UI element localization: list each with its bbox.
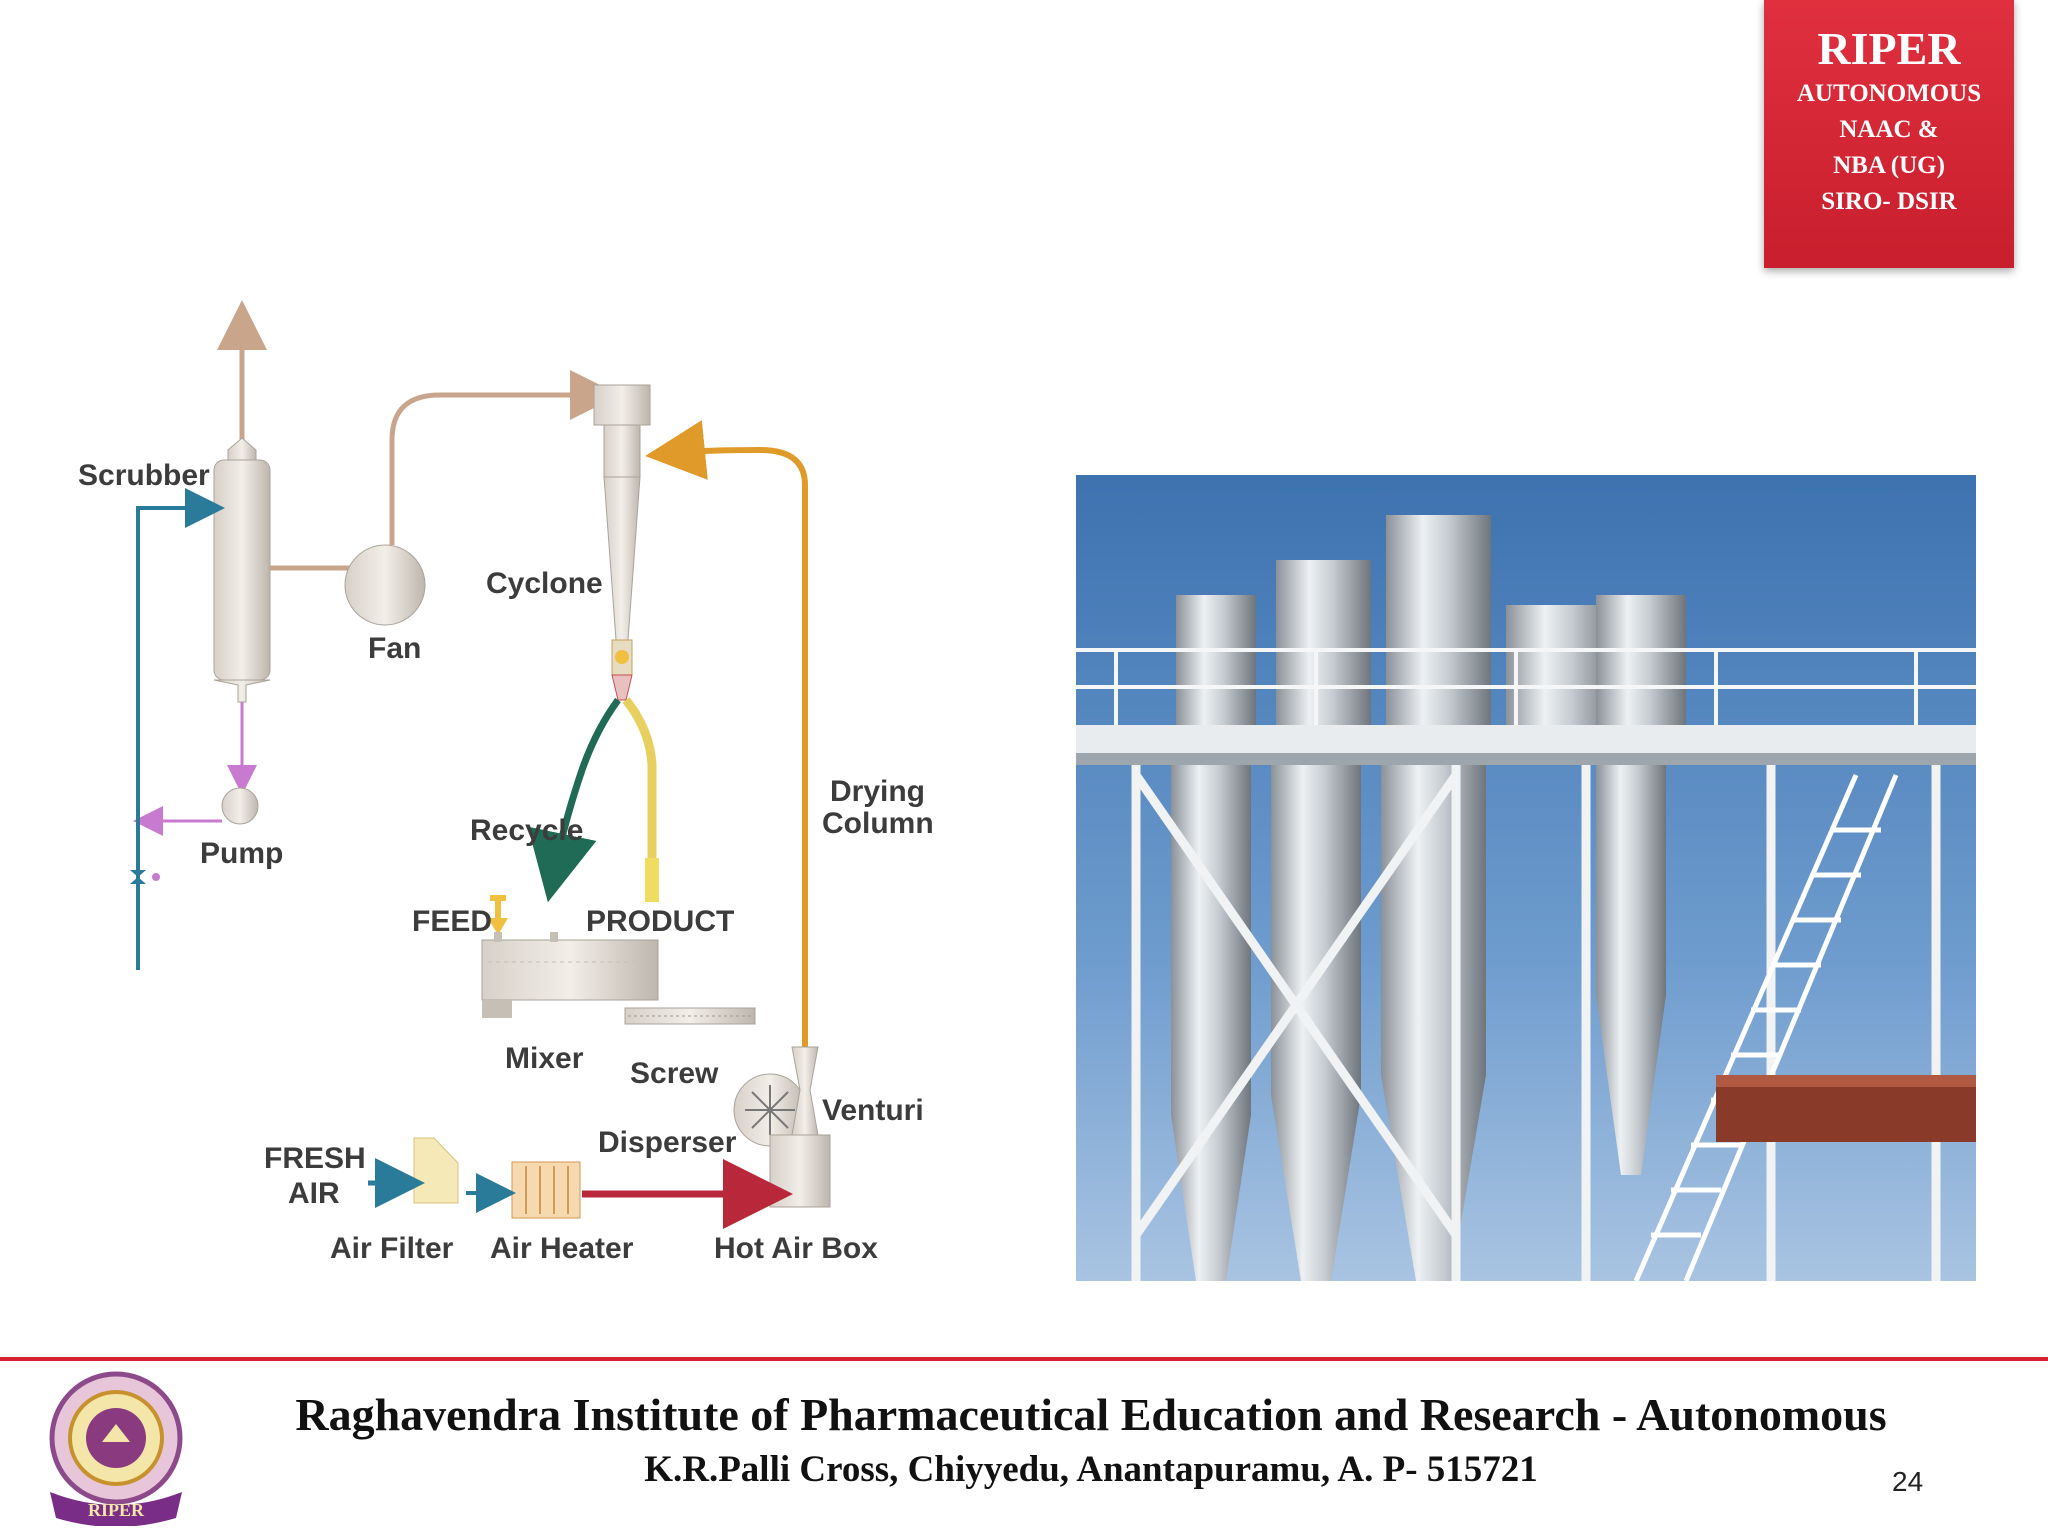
feed-arrow-icon	[490, 895, 506, 918]
cyclone-column-4	[1596, 765, 1666, 1175]
mixer-base	[482, 1000, 512, 1018]
label-disperser: Disperser	[598, 1126, 737, 1159]
label-mixer: Mixer	[505, 1042, 584, 1075]
page-number: 24	[1892, 1466, 1924, 1497]
scrubber-top	[227, 437, 257, 461]
upper-railing	[1076, 648, 1976, 725]
staircase	[1633, 774, 1899, 1281]
cyclone-cone	[603, 476, 641, 641]
label-scrubber: Scrubber	[78, 459, 210, 492]
label-fresh: FRESH	[264, 1142, 366, 1175]
label-hot-air-box: Hot Air Box	[714, 1232, 878, 1265]
product-pipe	[622, 697, 657, 902]
hot-air-box	[769, 1134, 831, 1208]
label-fan: Fan	[368, 632, 421, 665]
upper-cylinder-2	[1276, 560, 1371, 735]
label-cyclone: Cyclone	[486, 567, 603, 600]
recycle-pipe	[527, 697, 621, 903]
badge-line-naac: NAAC &	[1839, 116, 1939, 143]
label-feed: FEED	[412, 905, 492, 938]
air-filter	[413, 1137, 459, 1204]
feed-arrowhead	[488, 918, 508, 935]
label-column: Column	[822, 807, 934, 840]
support-frame	[1131, 765, 1941, 1281]
landing-edge	[1716, 1075, 1976, 1087]
scrubber-vessel	[213, 459, 271, 681]
platform-beam	[1076, 753, 1976, 765]
logo-text: RIPER	[88, 1500, 145, 1520]
cyclone-column-2	[1271, 765, 1361, 1281]
splitter	[611, 674, 633, 701]
flash-dryer-diagram: Scrubber Fan Cyclone Pump Recycle Drying…	[78, 300, 934, 1265]
label-screw: Screw	[630, 1057, 719, 1090]
rotary-valve-icon	[615, 650, 629, 664]
label-product: PRODUCT	[586, 905, 734, 938]
air-heater-coils	[525, 1166, 569, 1214]
upper-platform	[1076, 725, 1976, 753]
landing-platform	[1716, 1087, 1976, 1142]
upper-cylinder-1	[1176, 595, 1256, 735]
flash-dryer-photo	[1076, 475, 1976, 1281]
valve-handle-icon	[152, 873, 160, 881]
label-venturi: Venturi	[822, 1094, 924, 1127]
drying-column-pipe	[645, 420, 808, 1052]
upper-cylinder-5	[1596, 595, 1686, 735]
product-outlet	[645, 858, 659, 902]
mixer-body	[481, 939, 659, 1001]
air-heater	[511, 1161, 581, 1219]
label-pump: Pump	[200, 837, 283, 870]
fan-icon	[344, 544, 426, 626]
riper-logo: RIPER	[49, 1371, 183, 1526]
scrubber-water-line	[136, 488, 225, 970]
badge-line-siro: SIRO- DSIR	[1821, 188, 1957, 215]
label-recycle: Recycle	[470, 814, 583, 847]
label-air-heater: Air Heater	[490, 1232, 634, 1265]
pump-icon	[221, 787, 259, 825]
institute-address: K.R.Palli Cross, Chiyyedu, Anantapuramu,…	[644, 1449, 1538, 1490]
fan-cyclone-pipe	[389, 370, 620, 545]
upper-cylinder-3	[1386, 515, 1491, 735]
cyclone-body	[603, 424, 641, 478]
riper-badge: RIPER AUTONOMOUS NAAC & NBA (UG) SIRO- D…	[1764, 0, 2014, 268]
mixer-inlet-2	[550, 932, 558, 942]
badge-line-autonomous: AUTONOMOUS	[1796, 80, 1982, 107]
cyclone-outlet	[593, 384, 651, 426]
badge-line-nba: NBA (UG)	[1833, 152, 1945, 179]
mixer-inlet-1	[494, 932, 502, 942]
label-air: AIR	[288, 1177, 340, 1210]
label-air-filter: Air Filter	[330, 1232, 454, 1265]
institute-name: Raghavendra Institute of Pharmaceutical …	[295, 1389, 1887, 1440]
footer-divider	[0, 1357, 2048, 1361]
disperser-blades	[745, 1085, 795, 1135]
scrubber-bottom	[213, 679, 271, 703]
valve-icon	[130, 870, 146, 884]
badge-title: RIPER	[1817, 23, 1961, 74]
label-drying: Drying	[830, 775, 925, 808]
